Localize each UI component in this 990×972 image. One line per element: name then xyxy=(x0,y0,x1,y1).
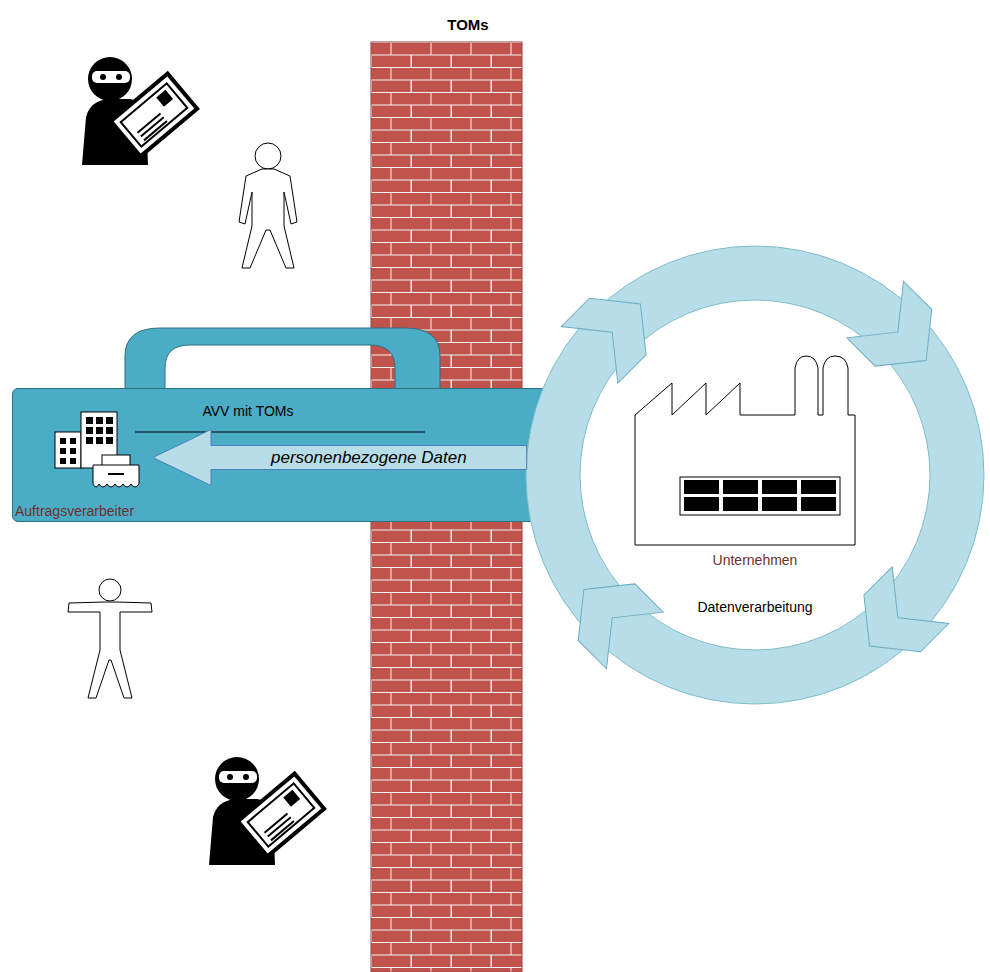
small-building xyxy=(55,432,81,468)
tall-building xyxy=(81,412,117,468)
cycle-label: Datenverarbeitung xyxy=(525,599,985,615)
hacker-icon xyxy=(82,57,197,165)
person-icon xyxy=(239,143,297,268)
factory-outline xyxy=(635,356,855,545)
person-head xyxy=(255,143,281,169)
person-body xyxy=(68,602,152,698)
flow-label: personenbezogene Daten xyxy=(271,448,467,468)
person-head xyxy=(99,579,121,601)
case-handle xyxy=(125,328,440,392)
data-flow-arrow xyxy=(153,430,527,486)
processing-cycle: UnternehmenDatenverarbeitung xyxy=(525,245,985,705)
cycle-ring xyxy=(525,245,985,705)
factory-windows xyxy=(684,480,836,511)
person-icon xyxy=(68,579,152,698)
underline xyxy=(135,432,425,433)
processor-case: AVV mit TOMsAuftragsverarbeiter xyxy=(12,388,555,522)
building-windows xyxy=(60,438,76,464)
fax-device xyxy=(93,465,139,487)
factory-icon xyxy=(635,356,855,545)
ring-outer xyxy=(526,246,984,704)
cycle-arrow xyxy=(847,281,954,388)
processor-label: Auftragsverarbeiter xyxy=(15,503,165,519)
paper xyxy=(102,455,130,469)
building-icon xyxy=(55,412,139,487)
factory-window-band xyxy=(680,477,840,515)
company-label: Unternehmen xyxy=(525,552,985,568)
building-windows xyxy=(86,417,113,444)
cycle-arrow xyxy=(556,561,663,668)
agreement-label: AVV mit TOMs xyxy=(143,403,353,419)
diagram-title: TOMs xyxy=(368,16,568,34)
person-body xyxy=(239,169,297,268)
hacker-icon xyxy=(209,757,324,865)
cycle-arrow xyxy=(841,567,948,674)
cycle-arrow xyxy=(561,276,668,383)
fax-slot xyxy=(108,473,124,475)
processor-block: Auftragsverarbeiter xyxy=(13,395,153,520)
